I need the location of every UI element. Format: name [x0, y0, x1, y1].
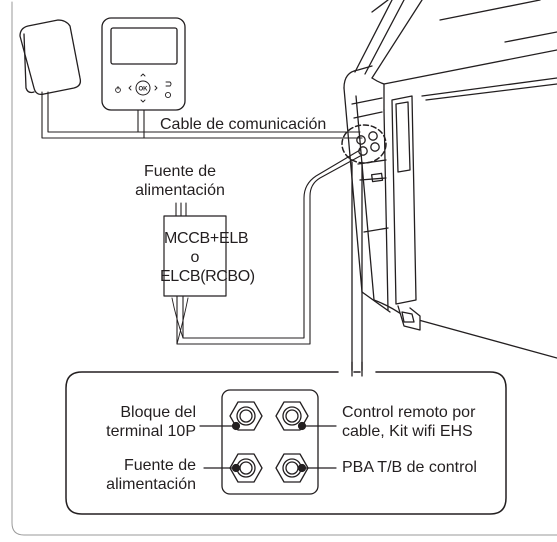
power-source-label-line1: Fuente de — [143, 163, 217, 180]
detail-label-remote-line1: Control remoto por — [342, 404, 476, 421]
outdoor-unit — [343, 0, 557, 359]
back-icon — [165, 81, 172, 87]
detail-port-top-left — [229, 401, 263, 431]
frame-border — [11, 1, 557, 536]
gear-icon — [164, 91, 172, 99]
ok-button-ring — [135, 80, 151, 96]
detail-port-top-right — [275, 401, 309, 431]
detail-label-terminal-block-line1: Bloque del — [120, 404, 196, 421]
power-cable — [171, 149, 363, 345]
ok-button-label: OK — [139, 87, 149, 93]
communication-cable — [41, 91, 363, 139]
detail-label-remote-line2: cable, Kit wifi EHS — [342, 423, 473, 440]
breaker-label-line2: o — [190, 249, 200, 266]
detail-pointers — [199, 421, 337, 473]
power-source-label-line2: alimentación — [135, 182, 225, 199]
callout-leader — [351, 161, 363, 373]
breaker-box — [163, 215, 227, 297]
detail-terminal-block — [221, 389, 319, 495]
breaker-label-line1: MCCB+ELB — [164, 230, 249, 247]
detail-label-terminal-block-line2: terminal 10P — [106, 423, 196, 440]
wifi-kit-device — [19, 19, 82, 96]
wired-remote-controller: OK — [101, 17, 186, 111]
power-source-wires — [175, 202, 187, 217]
terminal-highlight-ellipse — [341, 124, 387, 164]
detail-label-pba-control: PBA T/B de control — [342, 459, 477, 476]
detail-label-power-source-line2: alimentación — [106, 476, 196, 493]
communication-cable-label: Cable de comunicación — [160, 116, 327, 133]
controller-screen — [110, 27, 178, 65]
breaker-label-line3: ELCB(RCBO) — [160, 268, 255, 285]
detail-label-power-source-line1: Fuente de — [123, 457, 196, 474]
